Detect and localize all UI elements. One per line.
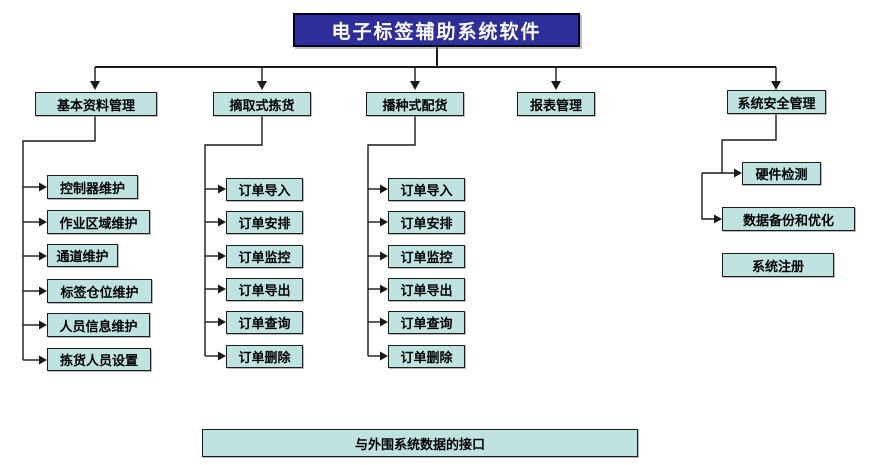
node-order-monitor-2: 订单监控 [388,245,465,268]
node-order-import-2: 订单导入 [388,178,465,201]
branch-seed-type-distribution: 播种式配货 [366,92,464,116]
node-data-backup-optimize: 数据备份和优化 [722,207,855,231]
node-order-delete-2: 订单删除 [388,345,465,368]
node-external-system-interface: 与外围系统数据的接口 [202,429,638,457]
branch-pick-type-picking: 摘取式拣货 [213,92,311,116]
node-order-monitor-1: 订单监控 [226,245,303,268]
root-node: 电子标签辅助系统软件 [293,13,580,47]
node-system-register: 系统注册 [722,253,834,277]
branch-basic-data-mgmt: 基本资料管理 [35,92,157,116]
node-order-delete-1: 订单删除 [226,345,303,368]
branch-system-security: 系统安全管理 [727,90,826,114]
node-order-export-2: 订单导出 [388,278,465,301]
node-order-import-1: 订单导入 [226,178,303,201]
node-work-area-maintenance: 作业区域维护 [47,210,150,234]
node-order-arrange-1: 订单安排 [226,211,303,234]
branch-report-mgmt: 报表管理 [517,92,595,116]
node-order-query-2: 订单查询 [388,311,465,334]
node-personnel-info-maintenance: 人员信息维护 [47,313,150,337]
node-order-arrange-2: 订单安排 [388,211,465,234]
node-order-export-1: 订单导出 [226,278,303,301]
node-channel-maintenance: 通道维护 [47,244,118,267]
node-picker-setup: 拣货人员设置 [47,348,151,371]
node-hardware-check: 硬件检测 [742,162,821,185]
node-order-query-1: 订单查询 [226,311,303,334]
node-label-slot-maintenance: 标签仓位维护 [47,279,152,303]
arrowheads [39,81,781,365]
node-controller-maintenance: 控制器维护 [47,175,138,199]
